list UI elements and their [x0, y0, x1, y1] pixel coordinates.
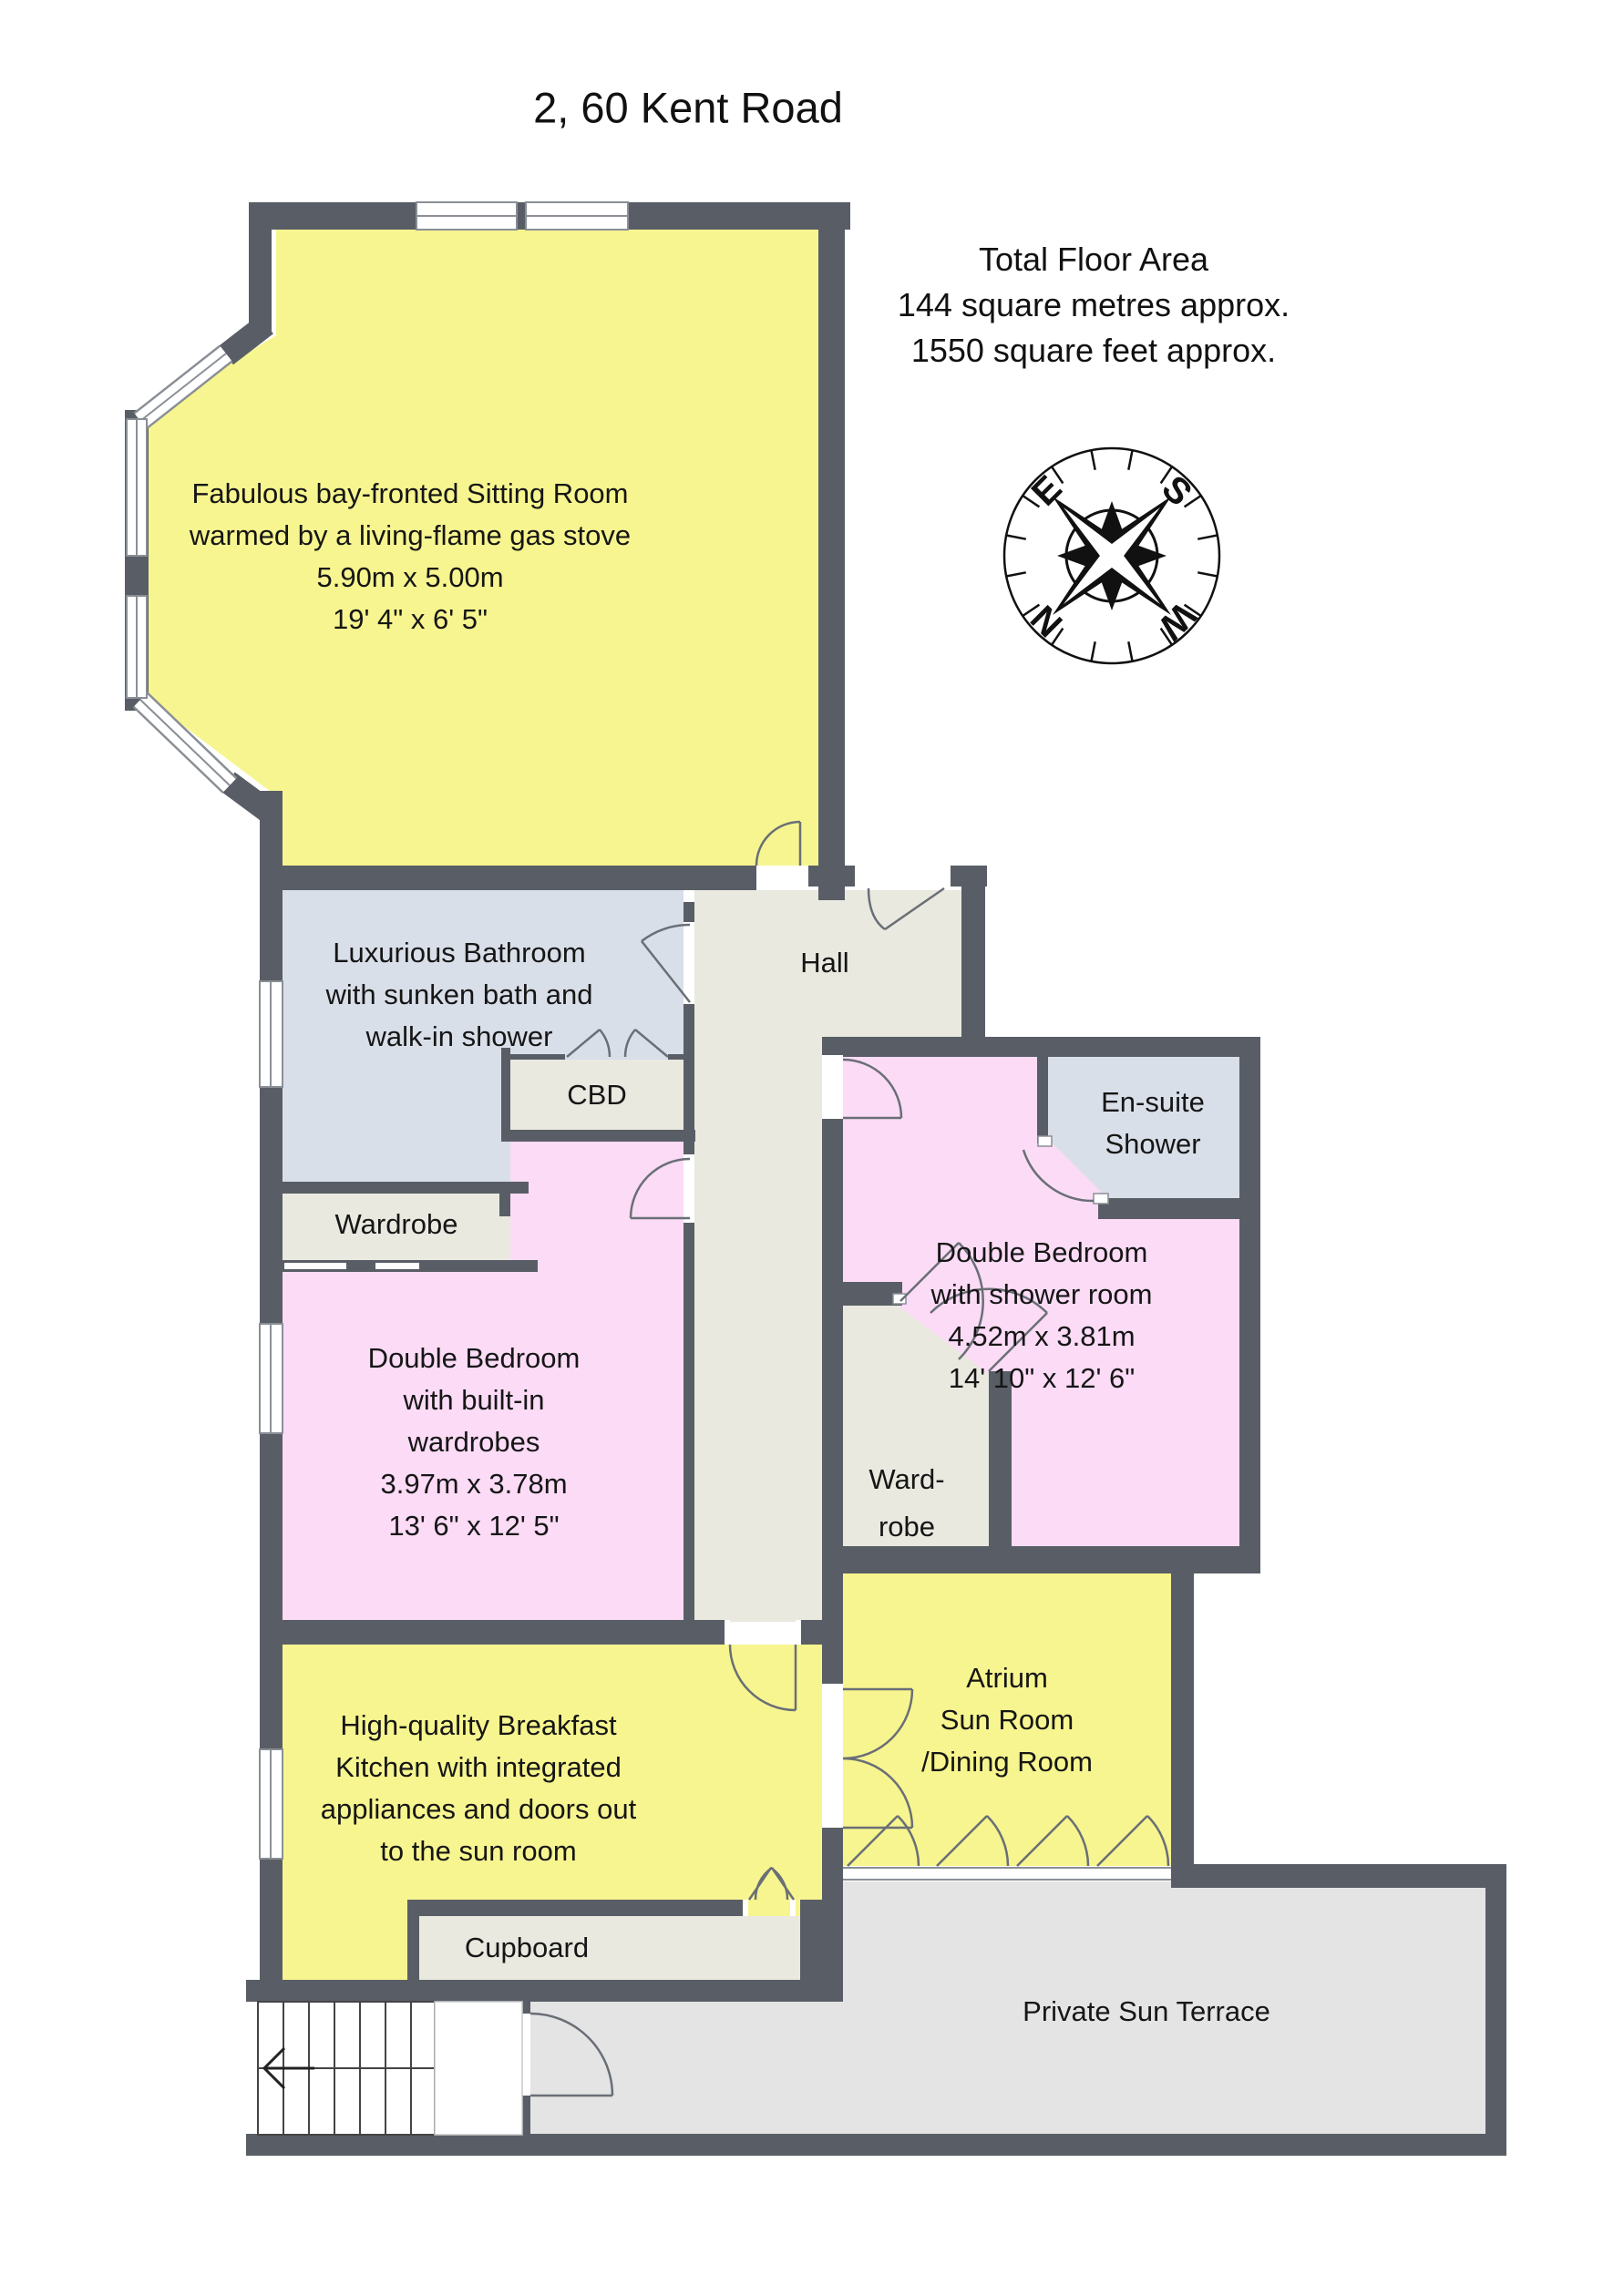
- room-label-cbd: CBD: [567, 1079, 627, 1111]
- floor-area-line3: 1550 square feet approx.: [910, 332, 1277, 369]
- room-wardrobe-mid-fill: [843, 1306, 989, 1546]
- door-atrium-double: [842, 1687, 914, 1830]
- room-label-bedroom-left: Double Bedroom with built-in wardrobes 3…: [367, 1342, 581, 1542]
- door-bedroom-left: [629, 1157, 691, 1220]
- walkway: [434, 2001, 523, 2136]
- compass-star-white: [1059, 503, 1165, 609]
- compass: E S N W: [1002, 446, 1221, 665]
- room-wardrobe-left-fill: [278, 1194, 510, 1260]
- room-sitting-fill: [137, 230, 820, 866]
- room-label-cupboard: Cupboard: [464, 1932, 590, 1963]
- door-bathroom: [641, 923, 691, 1003]
- floor-area-line2: 144 square metres approx.: [897, 286, 1290, 323]
- room-label-sitting-room: Fabulous bay-fronted Sitting Room warmed…: [189, 477, 632, 635]
- door-terrace-2: [936, 1815, 1010, 1867]
- door-kitchen: [728, 1644, 797, 1712]
- door-bedroom-right: [842, 1058, 903, 1120]
- room-label-bedroom-right: Double Bedroom with shower room 4.52m x …: [930, 1236, 1153, 1394]
- door-terrace-4: [1096, 1815, 1170, 1867]
- door-walkway: [529, 2012, 614, 2097]
- room-label-wardrobe-left: Wardrobe: [334, 1208, 458, 1240]
- walls: [125, 202, 1506, 2156]
- floor-area-line1: Total Floor Area: [978, 241, 1209, 278]
- door-wardrobe-mid: [899, 1242, 1048, 1372]
- plan-title: 2, 60 Kent Road: [533, 83, 843, 132]
- door-ensuite: [1022, 1149, 1095, 1203]
- door-sitting: [755, 820, 802, 866]
- door-terrace-3: [1016, 1815, 1090, 1867]
- doors: [529, 820, 1170, 2097]
- room-label-kitchen: High-quality Breakfast Kitchen with inte…: [320, 1709, 637, 1867]
- room-label-wardrobe-mid: Ward- robe: [869, 1463, 945, 1543]
- room-ensuite-fill: [1048, 1057, 1239, 1198]
- room-hall-fill: [694, 890, 963, 1622]
- door-cbd: [566, 1029, 669, 1058]
- room-label-terrace: Private Sun Terrace: [1023, 1995, 1270, 2027]
- room-label-atrium: Atrium Sun Room /Dining Room: [921, 1662, 1093, 1778]
- windows: [126, 201, 1171, 1881]
- room-label-hall: Hall: [800, 947, 849, 979]
- room-label-ensuite: En-suite Shower: [1101, 1086, 1205, 1160]
- stairs: [257, 2001, 523, 2136]
- door-terrace-1: [847, 1815, 920, 1867]
- door-jambs: [684, 866, 1109, 1916]
- door-cupboard: [747, 1866, 796, 1901]
- door-entrance: [867, 887, 945, 931]
- total-floor-area: Total Floor Area 144 square metres appro…: [898, 237, 1290, 374]
- room-cbd-fill: [510, 1060, 684, 1130]
- room-cupboard-fill: [419, 1916, 800, 1980]
- room-label-bathroom: Luxurious Bathroom with sunken bath and …: [325, 937, 593, 1052]
- terrace-fill: [530, 1881, 1485, 2134]
